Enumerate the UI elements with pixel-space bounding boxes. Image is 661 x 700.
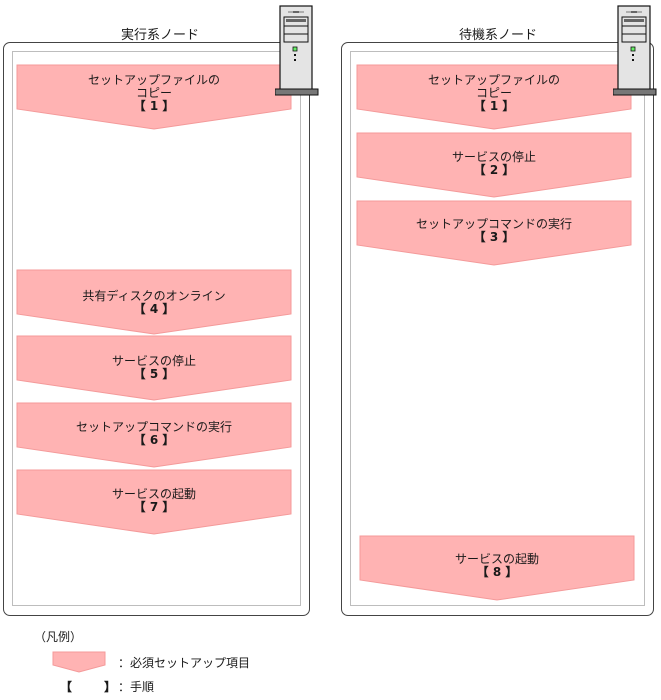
step-number: 【 1 】 [473, 99, 515, 113]
active-node-title: 実行系ノード [120, 28, 199, 43]
step-label: サービスの起動 [111, 487, 196, 501]
step-number: 【 1 】 [133, 99, 175, 113]
step-arrow-shape [16, 64, 292, 130]
standby-step-2: サービスの停止 【 2 】 [356, 132, 632, 198]
step-arrow-shape [356, 132, 632, 198]
step-number: 【 8 】 [476, 565, 518, 579]
active-step-7: サービスの起動 【 7 】 [16, 469, 292, 535]
step-number: 【 7 】 [133, 500, 175, 514]
server-icon [274, 5, 319, 101]
step-label-line2: コピー [135, 86, 172, 100]
step-label: セットアップファイルの [87, 73, 220, 87]
step-label: 共有ディスクのオンライン [82, 289, 226, 303]
legend-bracket-symbol: 【 】 [60, 680, 127, 694]
legend-procedure-text: ：手順 [118, 680, 155, 694]
step-label: セットアップコマンドの実行 [415, 217, 572, 231]
active-step-4: 共有ディスクのオンライン 【 4 】 [16, 269, 292, 335]
step-label: サービスの停止 [111, 354, 196, 368]
step-label: セットアップコマンドの実行 [75, 420, 232, 434]
standby-step-1: セットアップファイルの コピー 【 1 】 [356, 64, 632, 130]
step-arrow-shape [356, 200, 632, 266]
step-arrow-shape [359, 535, 635, 601]
step-number: 【 5 】 [133, 367, 175, 381]
step-arrow-shape [16, 402, 292, 468]
step-label: サービスの起動 [454, 552, 539, 566]
standby-step-8: サービスの起動 【 8 】 [359, 535, 635, 601]
step-label: セットアップファイルの [427, 73, 560, 87]
standby-node-inner-box [350, 51, 645, 606]
step-number: 【 6 】 [133, 433, 175, 447]
step-label-line2: コピー [475, 86, 512, 100]
standby-node-outer-box [341, 42, 654, 616]
step-number: 【 4 】 [133, 302, 175, 316]
step-arrow-shape [16, 269, 292, 335]
server-icon [612, 5, 657, 101]
active-step-6: セットアップコマンドの実行 【 6 】 [16, 402, 292, 468]
legend-title: （凡例） [34, 630, 83, 644]
active-step-1: セットアップファイルの コピー 【 1 】 [16, 64, 292, 130]
legend-required-item-text: ：必須セットアップ項目 [118, 656, 251, 670]
step-arrow-shape [52, 651, 106, 673]
step-arrow-shape [356, 64, 632, 130]
active-node-inner-box [12, 51, 301, 606]
active-node-outer-box [3, 42, 310, 616]
step-label: サービスの停止 [451, 150, 536, 164]
active-step-5: サービスの停止 【 5 】 [16, 335, 292, 401]
standby-node-title: 待機系ノード [458, 28, 537, 43]
standby-step-3: セットアップコマンドの実行 【 3 】 [356, 200, 632, 266]
step-arrow-shape [16, 335, 292, 401]
step-number: 【 3 】 [473, 230, 515, 244]
step-number: 【 2 】 [473, 163, 515, 177]
step-arrow-shape [16, 469, 292, 535]
legend-arrow-swatch [52, 651, 106, 673]
